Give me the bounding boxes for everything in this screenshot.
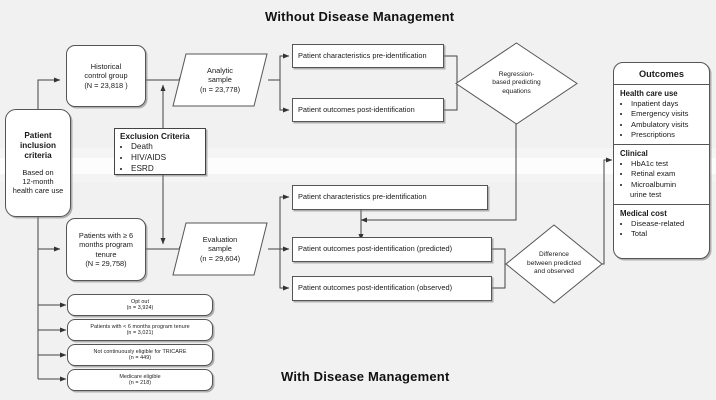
outcome-item: Ambulatory visits [631,120,704,130]
node-excluded-medicare-eligible[interactable]: Medicare eligible (n = 218) [67,369,213,391]
analytic-line-2: sample [208,75,232,85]
diamond-shape [505,224,603,304]
excluded-label: Not continuously eligible for TRICARE [93,348,187,355]
tenure-line-1: Patients with ≥ 6 [78,231,134,241]
node-patient-inclusion-criteria[interactable]: Patient inclusion criteria Based on 12-m… [5,109,71,217]
tenure-line-2: months program [79,240,133,250]
section-list: Inpatient days Emergency visits Ambulato… [620,99,704,140]
node-bottom-outcomes-predicted[interactable]: Patient outcomes post-identification (pr… [292,237,492,262]
top-char-label: Patient characteristics pre-identificati… [298,50,427,60]
node-top-patient-outcomes[interactable]: Patient outcomes post-identification [292,98,444,122]
bot-char-label: Patient characteristics pre-identificati… [298,192,427,202]
node-top-patient-characteristics[interactable]: Patient characteristics pre-identificati… [292,44,444,68]
historical-line-2: control group [84,71,128,81]
section-title: Clinical [620,149,648,158]
node-regression-equations[interactable]: Regression- based predicting equations [455,42,578,125]
inclusion-line-2: inclusion [20,140,56,150]
evaluation-line-1: Evaluation [202,235,238,245]
outcome-item: Inpatient days [631,99,704,109]
historical-line-1: Historical [90,62,122,72]
outcomes-section-clinical: Clinical HbA1c test Retinal exam Microal… [614,145,709,205]
section-title: Medical cost [620,209,667,218]
title-top: Without Disease Management [265,9,455,24]
inclusion-line-6: health care use [12,186,64,196]
outcome-item: Emergency visits [631,109,704,119]
excluded-count: (n = 3,924) [126,305,154,311]
outcome-item: Disease-related [631,219,704,229]
inclusion-line-5: 12-month [22,176,54,186]
exclusion-item: HIV/AIDS [131,153,200,164]
excluded-label: Patients with < 6 months program tenure [90,323,190,330]
outcome-item: HbA1c test [631,159,704,169]
diamond-shape [455,42,578,125]
node-exclusion-criteria[interactable]: Exclusion Criteria Death HIV/AIDS ESRD [114,128,206,175]
inclusion-line-3: criteria [24,150,52,160]
outcomes-section-health-care-use: Health care use Inpatient days Emergency… [614,85,709,145]
node-excluded-short-tenure[interactable]: Patients with < 6 months program tenure … [67,319,213,341]
background-band [0,148,716,158]
difference-line-1: Difference [539,251,569,259]
outcomes-heading: Outcomes [614,63,709,85]
difference-line-3: and observed [534,268,574,276]
node-excluded-opt-out[interactable]: Opt out (n = 3,924) [67,294,213,316]
bot-pred-label: Patient outcomes post-identification (pr… [298,244,453,254]
tenure-line-4: (N = 29,758) [85,258,127,268]
excluded-count: (n = 449) [128,355,152,361]
exclusion-list: Death HIV/AIDS ESRD [120,142,200,174]
inclusion-line-1: Patient [24,130,52,140]
top-out-label: Patient outcomes post-identification [298,104,415,114]
evaluation-sample-text: Evaluation sample (n = 29,604) [172,222,268,276]
evaluation-line-3: (n = 29,604) [199,253,241,263]
excluded-count: (n = 3,021) [126,330,154,336]
exclusion-heading: Exclusion Criteria [120,132,190,141]
outcomes-section-medical-cost: Medical cost Disease-related Total [614,205,709,244]
outcome-item: Retinal exam [631,169,704,179]
regression-text: Regression- based predicting equations [455,42,578,125]
exclusion-item: ESRD [131,164,200,175]
regression-line-1: Regression- [498,70,535,78]
excluded-label: Opt out [130,298,150,305]
node-analytic-sample[interactable]: Analytic sample (n = 23,778) [172,53,268,107]
outcome-item: Microalbumin [631,180,704,190]
outcome-item: Prescriptions [631,130,704,140]
section-title: Health care use [620,89,678,98]
node-bottom-outcomes-observed[interactable]: Patient outcomes post-identification (ob… [292,276,492,301]
historical-line-3: (N = 23,818 ) [84,80,128,90]
background-band [0,174,716,182]
parallelogram-shape [172,222,268,276]
analytic-sample-text: Analytic sample (n = 23,778) [172,53,268,107]
excluded-count: (n = 218) [128,380,152,386]
difference-line-2: between predicted [527,259,581,267]
node-excluded-not-eligible-tricare[interactable]: Not continuously eligible for TRICARE (n… [67,344,213,366]
section-list: Disease-related Total [620,219,704,240]
tenure-line-3: tenure [95,249,117,259]
regression-line-2: based predicting [492,79,541,87]
node-evaluation-sample[interactable]: Evaluation sample (n = 29,604) [172,222,268,276]
outcome-item-continuation: urine test [630,189,662,199]
panel-outcomes[interactable]: Outcomes Health care use Inpatient days … [613,62,710,259]
excluded-label: Medicare eligible [119,373,161,380]
exclusion-item: Death [131,142,200,153]
title-bottom: With Disease Management [281,369,450,384]
inclusion-line-4: Based on [22,167,54,177]
analytic-line-1: Analytic [207,66,233,76]
bot-obs-label: Patient outcomes post-identification (ob… [298,283,453,293]
difference-text: Difference between predicted and observe… [505,224,603,304]
node-bottom-patient-characteristics[interactable]: Patient characteristics pre-identificati… [292,185,488,210]
evaluation-line-2: sample [208,244,232,254]
node-patients-tenure[interactable]: Patients with ≥ 6 months program tenure … [66,218,146,281]
outcome-item: Total [631,229,704,239]
node-difference-predicted-observed[interactable]: Difference between predicted and observe… [505,224,603,304]
regression-line-3: equations [502,87,531,95]
section-list: HbA1c test Retinal exam Microalbumin uri… [620,159,704,200]
parallelogram-shape [172,53,268,107]
node-historical-control-group[interactable]: Historical control group (N = 23,818 ) [66,45,146,107]
analytic-line-3: (n = 23,778) [199,84,241,94]
